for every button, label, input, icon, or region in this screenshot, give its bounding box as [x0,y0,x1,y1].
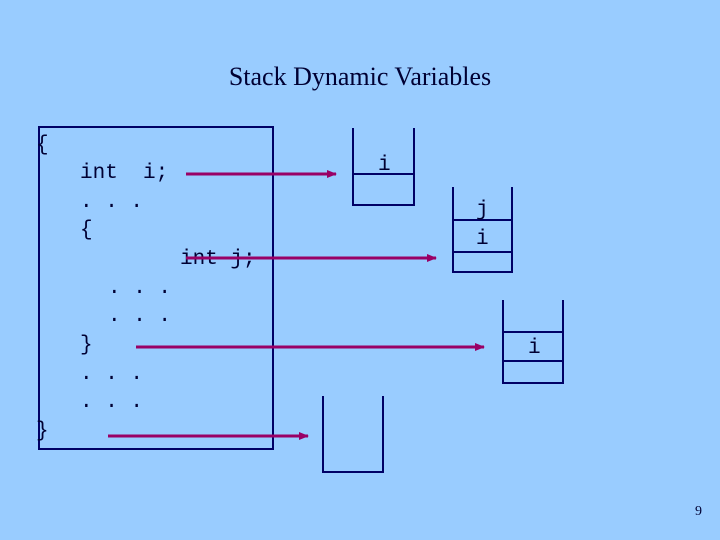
stack-1 [352,128,415,206]
stack-2 [452,187,513,273]
decl-i: int i; [80,162,169,185]
stack-4 [322,396,384,473]
outer-close-brace: } [36,420,49,443]
stack-3-cell-i: i [528,337,541,360]
stack-1-cell-i: i [378,154,391,177]
slide-title: Stack Dynamic Variables [228,62,492,91]
stack-2-cell-i: i [476,228,489,251]
stack-2-cell-j: j [476,199,489,222]
ellipsis-2: . . . [108,277,172,300]
inner-close-brace: } [80,334,93,357]
code-box [38,126,274,450]
stack-3 [502,300,564,384]
outer-open-brace: { [36,134,49,157]
ellipsis-3: . . . [108,305,172,328]
ellipsis-4: . . . [80,363,144,386]
ellipsis-1: . . . [80,191,144,214]
inner-open-brace: { [80,219,93,242]
page-number: 9 [695,504,702,519]
ellipsis-5: . . . [80,391,144,414]
